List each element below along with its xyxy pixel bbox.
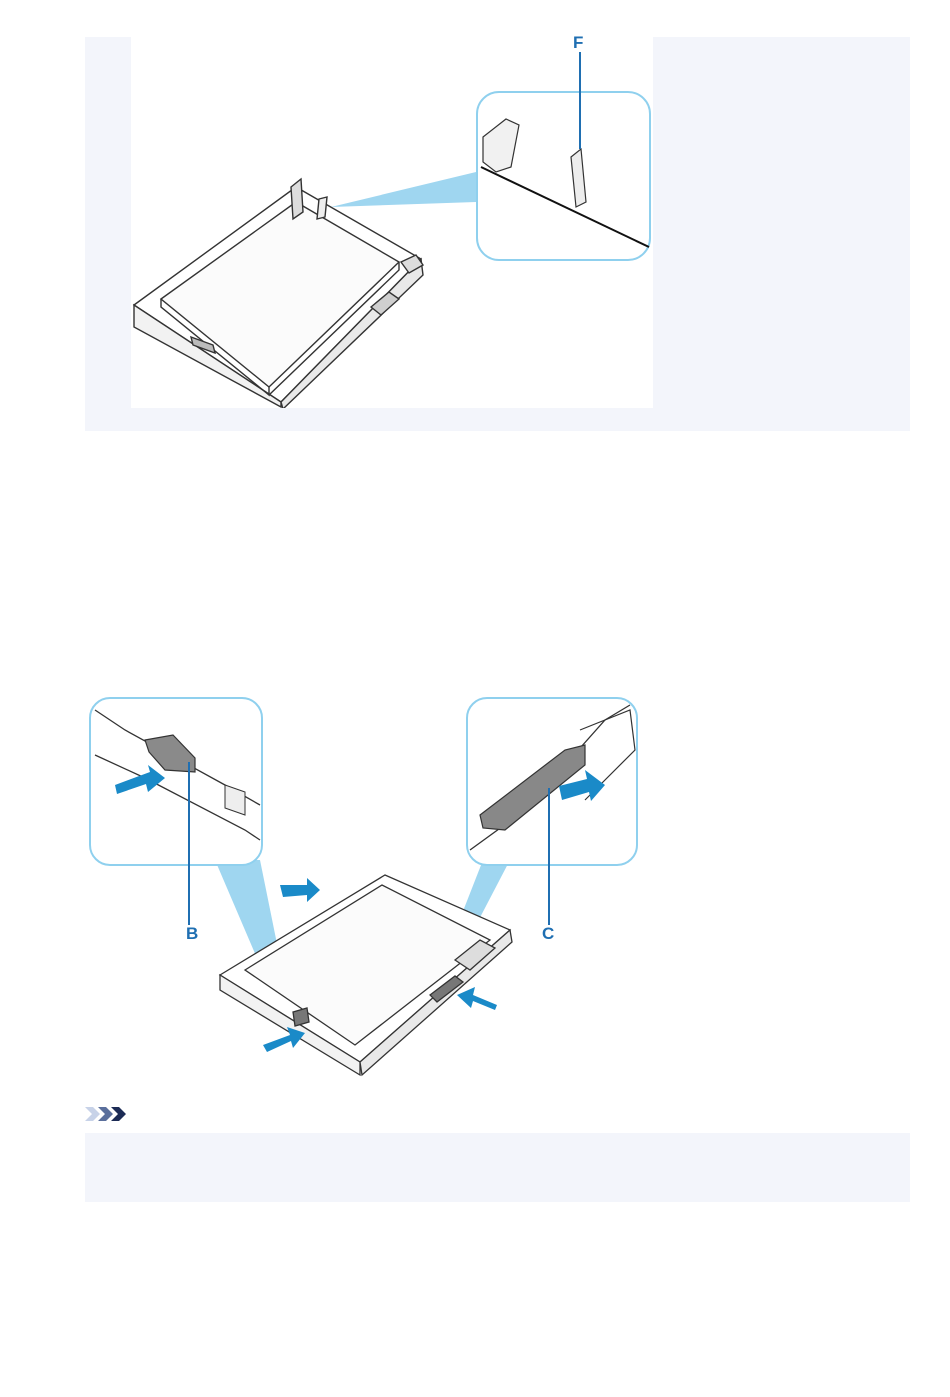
arrow-guide-c [457,987,497,1010]
paper-guides-illustration: B C [85,690,645,1085]
zoom-beam [331,172,476,207]
callout-label-c: C [542,924,554,944]
zoom-detail-circle [477,52,650,260]
callout-label-f: F [573,33,583,53]
callout-label-b: B [186,924,198,944]
guides-drawing [85,690,645,1085]
cassette-drawing [131,37,653,408]
note-chevrons-icon [85,1105,133,1123]
paper-cassette-illustration: F [131,37,653,408]
cassette-tray [134,179,423,408]
arrow-push-back [280,878,320,902]
note-box [85,1133,910,1202]
